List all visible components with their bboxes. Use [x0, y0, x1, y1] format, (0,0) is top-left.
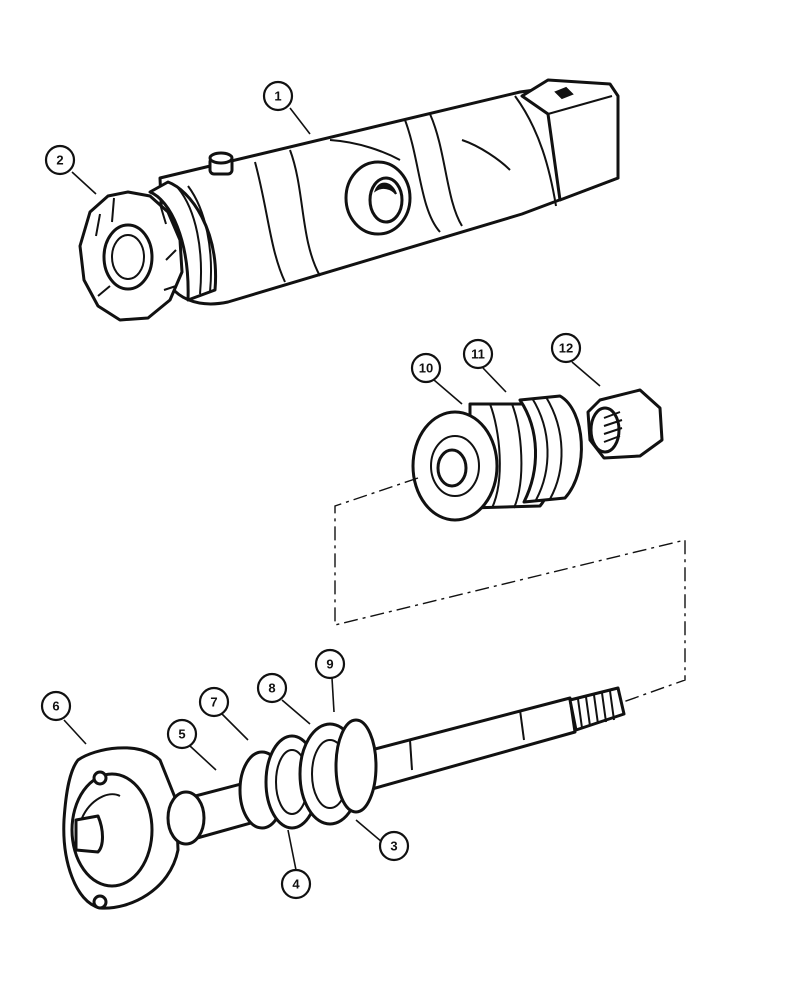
callout-4: 4: [280, 868, 312, 900]
svg-text:9: 9: [326, 657, 333, 672]
svg-text:7: 7: [210, 695, 217, 710]
svg-text:12: 12: [559, 341, 573, 356]
callout-7: 7: [198, 686, 230, 718]
svg-text:2: 2: [56, 153, 63, 168]
callout-11: 11: [462, 338, 494, 370]
svg-text:11: 11: [471, 347, 485, 362]
alignment-phantom-line: [334, 477, 686, 707]
callout-8: 8: [256, 672, 288, 704]
svg-text:8: 8: [268, 681, 275, 696]
callout-5: 5: [166, 718, 198, 750]
leader-lines: [63, 107, 601, 871]
callout-3: 3: [378, 830, 410, 862]
cylinder-barrel: [78, 78, 620, 322]
svg-text:3: 3: [390, 839, 397, 854]
svg-text:5: 5: [178, 727, 185, 742]
svg-text:4: 4: [292, 877, 300, 892]
piston-parts: [411, 388, 664, 522]
callout-1: 1: [262, 80, 294, 112]
callout-6: 6: [40, 690, 72, 722]
svg-text:1: 1: [274, 89, 281, 104]
svg-text:6: 6: [52, 699, 59, 714]
callout-2: 2: [44, 144, 76, 176]
piston-rod: [62, 686, 626, 910]
callout-12: 12: [550, 332, 582, 364]
callout-10: 10: [410, 352, 442, 384]
callout-9: 9: [314, 648, 346, 680]
svg-text:10: 10: [419, 361, 433, 376]
